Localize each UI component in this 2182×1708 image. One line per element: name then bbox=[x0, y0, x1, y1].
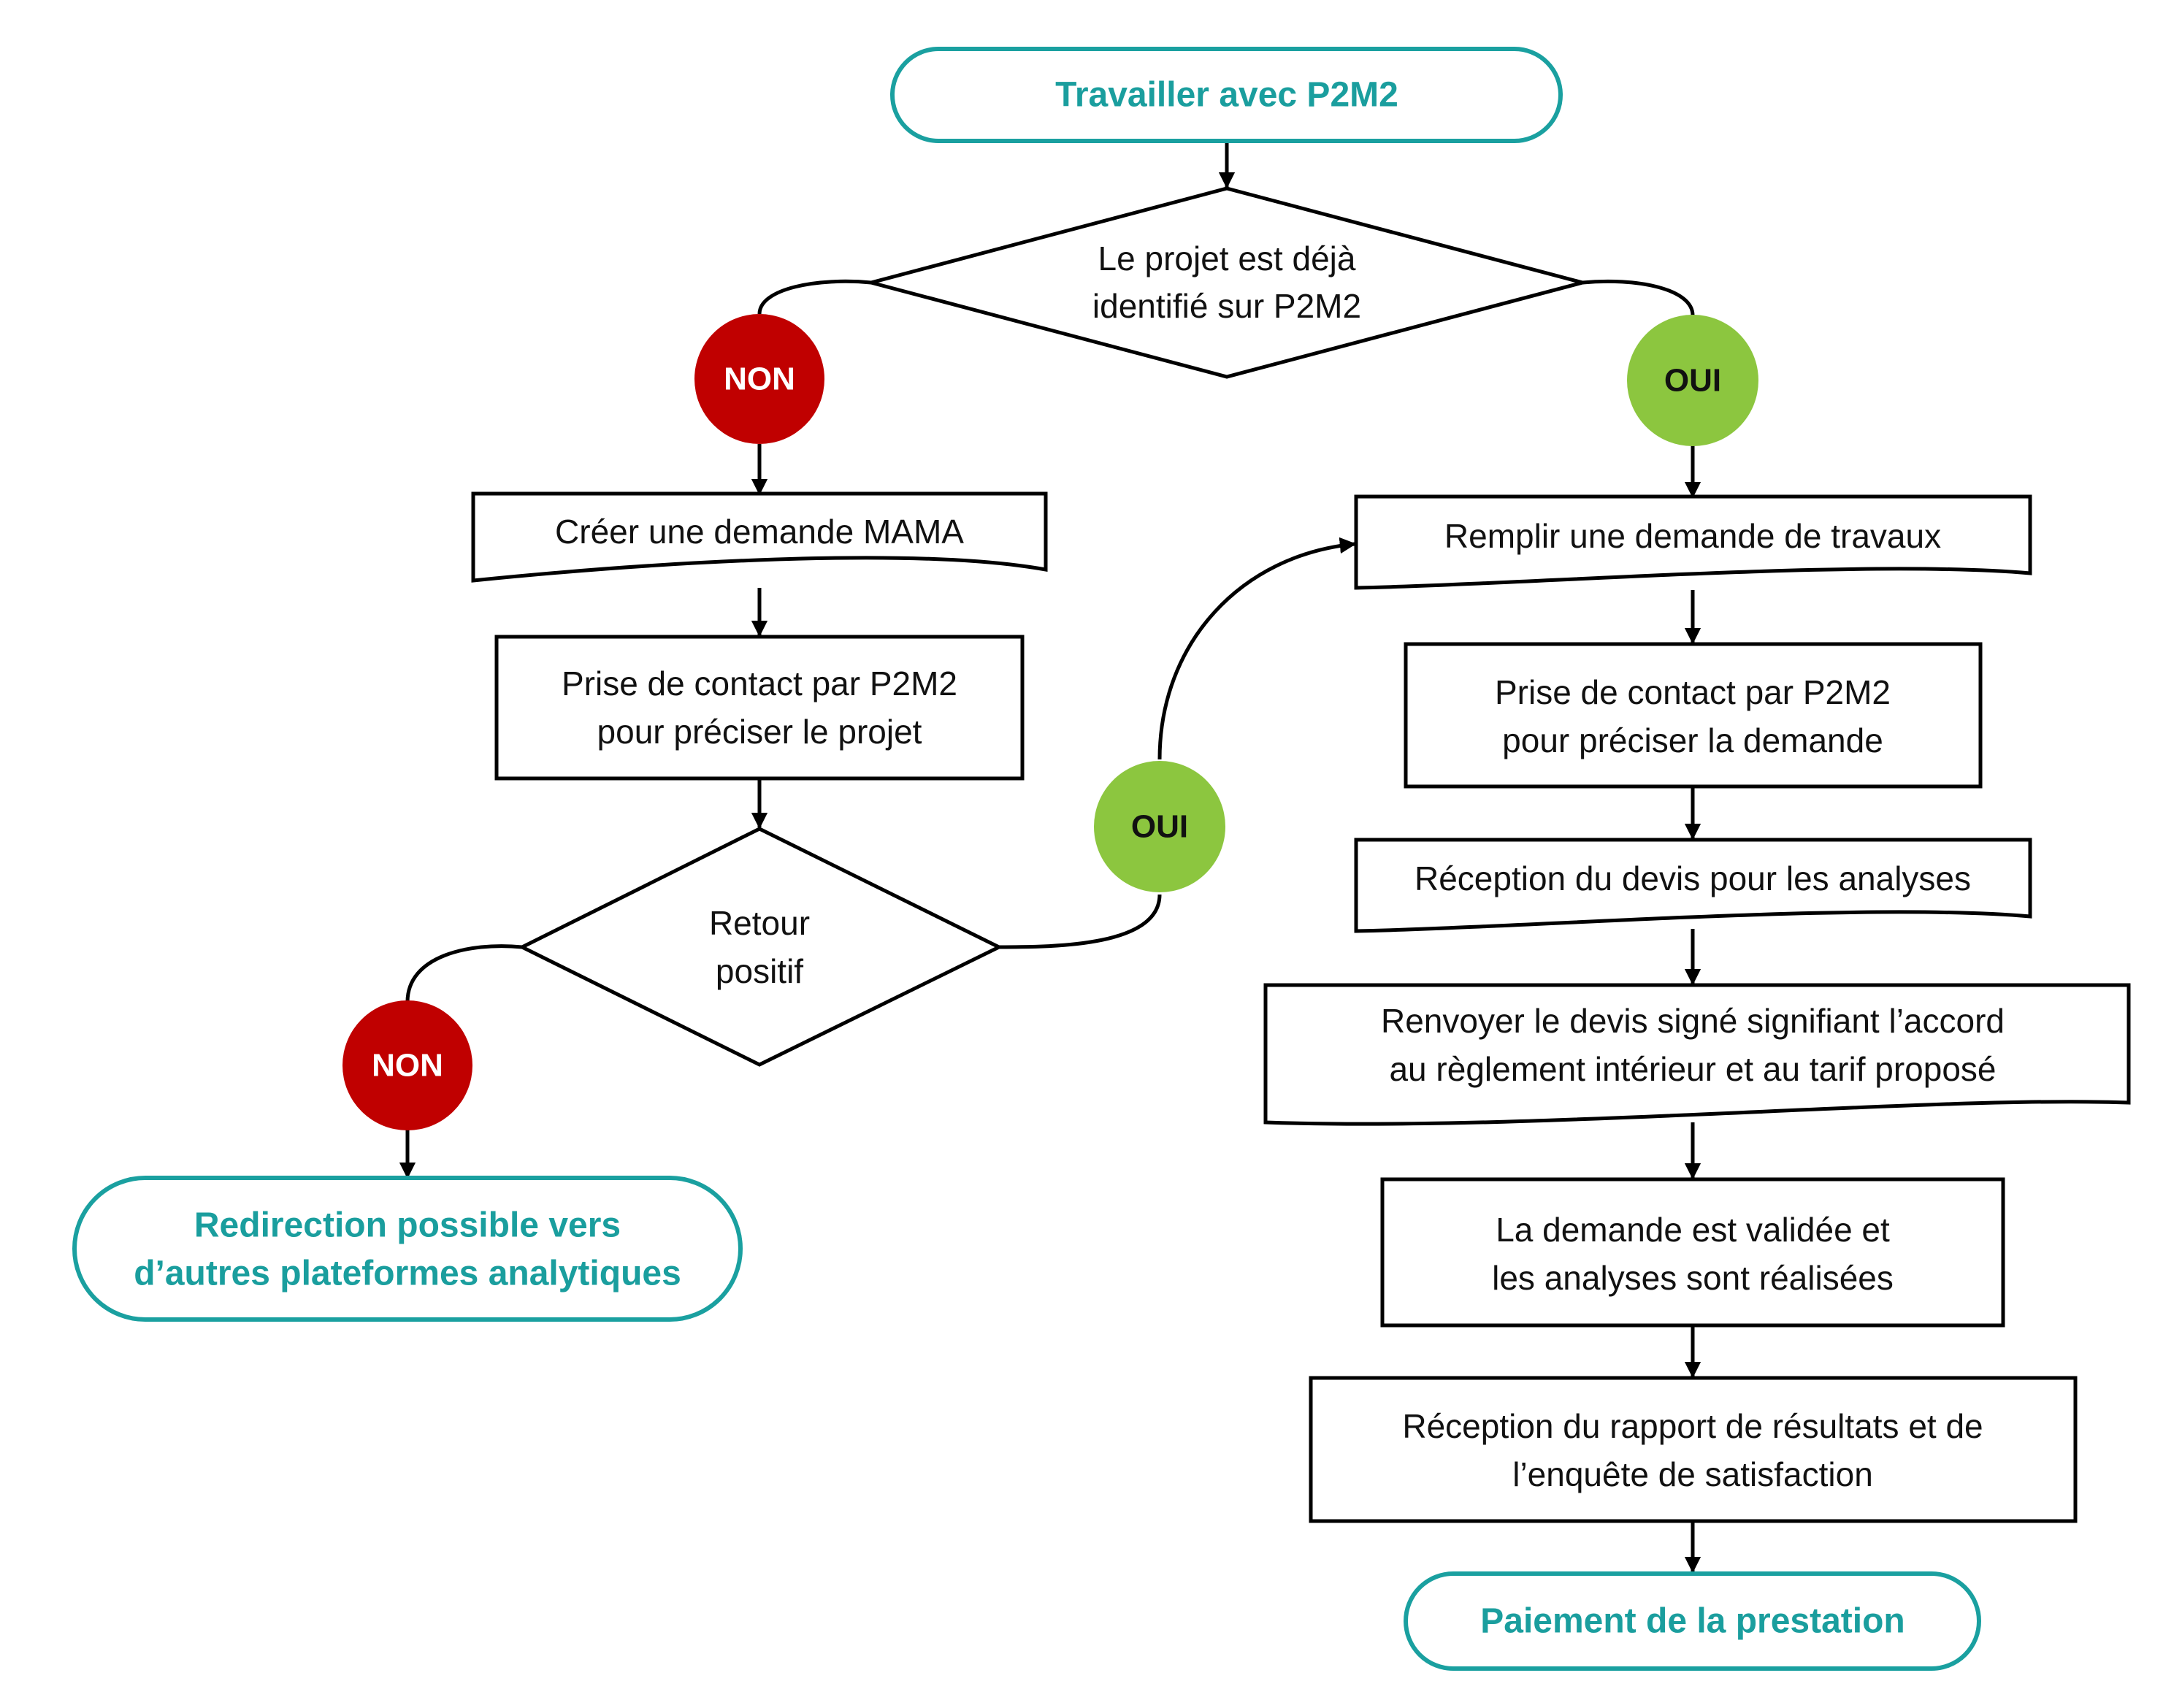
fill-work-request: Remplir une demande de travaux bbox=[1354, 494, 2032, 590]
redirect-line1: Redirection possible vers bbox=[194, 1206, 621, 1245]
yes-badge-2-label: OUI bbox=[1131, 809, 1188, 845]
report-line2: l’enquête de satisfaction bbox=[1512, 1455, 1873, 1493]
no-badge-1: NON bbox=[694, 314, 824, 444]
quote-reception: Réception du devis pour les analyses bbox=[1354, 838, 2032, 933]
no-badge-2: NON bbox=[342, 1000, 472, 1130]
signed-quote: Renvoyer le devis signé signifiant l’acc… bbox=[1263, 983, 2131, 1126]
contact-project-line2: pour préciser le projet bbox=[597, 713, 922, 751]
yes-badge-1: OUI bbox=[1627, 315, 1758, 446]
decision2-line2: positif bbox=[716, 952, 803, 990]
request-validated-box: La demande est validée et les analyses s… bbox=[1380, 1177, 2005, 1328]
decision-positive-feedback: Retour positif bbox=[518, 827, 1003, 1067]
redirect-terminal: Redirection possible vers d’autres plate… bbox=[72, 1176, 743, 1322]
report-line1: Réception du rapport de résultats et de bbox=[1402, 1407, 1983, 1445]
payment-terminal: Paiement de la prestation bbox=[1404, 1571, 1981, 1671]
curve-decision-to-oui bbox=[1582, 279, 1695, 316]
contact-request-box: Prise de contact par P2M2 pour préciser … bbox=[1404, 642, 1983, 789]
contact-project-line1: Prise de contact par P2M2 bbox=[562, 665, 957, 702]
start-terminal: Travailler avec P2M2 bbox=[890, 47, 1563, 143]
no-badge-2-label: NON bbox=[372, 1048, 443, 1084]
yes-badge-2: OUI bbox=[1094, 761, 1225, 892]
redirect-line2: d’autres plateformes analytiques bbox=[134, 1255, 681, 1293]
create-label: Créer une demande MAMA bbox=[555, 513, 964, 551]
signed-line2: au règlement intérieur et au tarif propo… bbox=[1389, 1050, 1996, 1088]
connectors bbox=[399, 141, 1701, 1574]
validated-line1: La demande est validée et bbox=[1496, 1211, 1890, 1249]
report-reception-box: Réception du rapport de résultats et de … bbox=[1309, 1376, 2078, 1523]
yes-badge-1-label: OUI bbox=[1664, 363, 1721, 399]
decision1-line2: identifié sur P2M2 bbox=[1092, 287, 1361, 325]
create-mama-request: Créer une demande MAMA bbox=[471, 491, 1048, 583]
decision-project-identified: Le projet est déjà identifié sur P2M2 bbox=[864, 186, 1590, 379]
curve-oui-to-fill bbox=[1157, 537, 1357, 760]
contact-project-box: Prise de contact par P2M2 pour préciser … bbox=[494, 635, 1025, 781]
decision2-line1: Retour bbox=[709, 904, 810, 942]
contact-request-line2: pour préciser la demande bbox=[1502, 721, 1883, 759]
curve-decision2-to-oui bbox=[998, 894, 1162, 949]
start-label: Travailler avec P2M2 bbox=[1055, 76, 1398, 115]
curve-decision-to-non bbox=[757, 279, 872, 315]
validated-line2: les analyses sont réalisées bbox=[1492, 1259, 1894, 1297]
payment-label: Paiement de la prestation bbox=[1480, 1602, 1905, 1641]
signed-line1: Renvoyer le devis signé signifiant l’acc… bbox=[1381, 1002, 2005, 1040]
decision1-line1: Le projet est déjà bbox=[1098, 240, 1356, 277]
contact-request-line1: Prise de contact par P2M2 bbox=[1495, 673, 1891, 711]
no-badge-1-label: NON bbox=[724, 361, 795, 397]
fill-label: Remplir une demande de travaux bbox=[1444, 517, 1941, 555]
curve-decision2-to-non bbox=[405, 944, 523, 1003]
quote-label: Réception du devis pour les analyses bbox=[1415, 859, 1971, 897]
